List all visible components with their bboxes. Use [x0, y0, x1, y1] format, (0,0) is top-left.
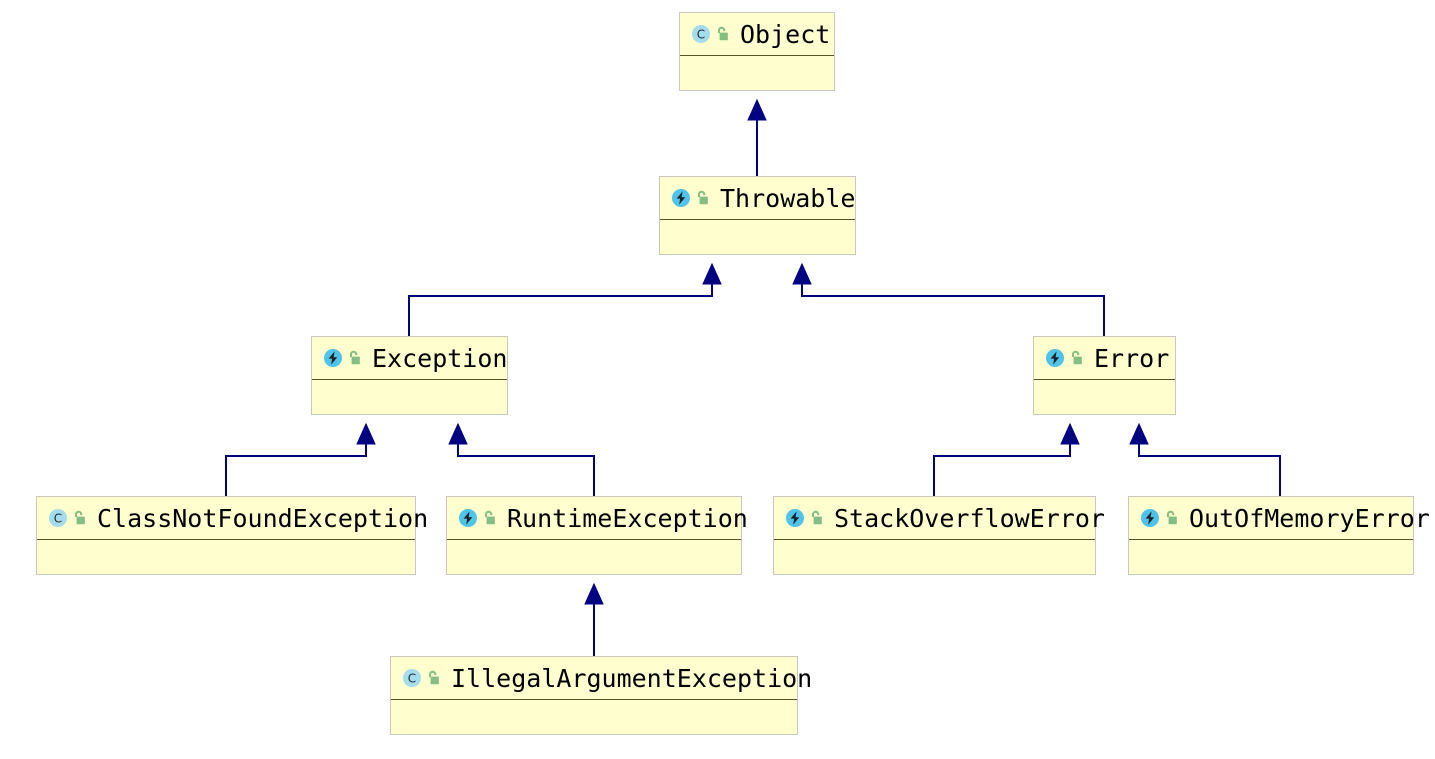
- uml-class-name: RuntimeException: [507, 503, 748, 533]
- uml-class-exception[interactable]: Exception: [311, 336, 508, 415]
- uml-class-throwable[interactable]: Throwable: [659, 176, 856, 255]
- uml-class-members: [660, 220, 855, 255]
- uml-class-object[interactable]: C Object: [679, 12, 835, 91]
- uml-class-members: [447, 540, 741, 575]
- abstract-lightning-icon: [1141, 509, 1159, 527]
- uml-class-header: StackOverflowError: [774, 497, 1105, 540]
- open-padlock-icon: [1167, 510, 1177, 525]
- uml-class-header: Error: [1034, 337, 1175, 380]
- uml-class-name: IllegalArgumentException: [451, 663, 813, 693]
- abstract-lightning-icon: [324, 349, 342, 367]
- uml-class-header: C IllegalArgumentException: [391, 657, 812, 700]
- open-padlock-icon: [485, 510, 495, 525]
- uml-class-header: Throwable: [660, 177, 855, 220]
- uml-class-stackoverflowerror[interactable]: StackOverflowError: [773, 496, 1105, 575]
- edge-error-extends-throwable: [792, 262, 1105, 336]
- uml-class-runtimeexception[interactable]: RuntimeException: [446, 496, 748, 575]
- edge-runtimeexception-extends-exception: [448, 422, 595, 496]
- uml-class-members: [680, 56, 834, 91]
- uml-class-name: Object: [740, 19, 831, 49]
- svg-text:C: C: [697, 28, 705, 42]
- uml-class-header: C Object: [680, 13, 834, 56]
- uml-class-members: [312, 380, 507, 415]
- svg-text:C: C: [54, 512, 62, 526]
- uml-class-header: OutOfMemoryError: [1129, 497, 1430, 540]
- svg-text:C: C: [408, 672, 416, 686]
- open-padlock-icon: [1072, 350, 1082, 365]
- uml-class-header: RuntimeException: [447, 497, 748, 540]
- edge-outofmemoryerror-extends-error: [1129, 422, 1281, 496]
- edge-stackoverflowerror-extends-error: [933, 422, 1080, 496]
- class-circle-c-icon: C: [49, 509, 67, 527]
- abstract-lightning-icon: [672, 189, 690, 207]
- open-padlock-icon: [350, 350, 360, 365]
- uml-class-members: [1129, 540, 1413, 575]
- uml-class-name: StackOverflowError: [834, 503, 1105, 533]
- abstract-lightning-icon: [459, 509, 477, 527]
- open-padlock-icon: [698, 190, 708, 205]
- class-circle-c-icon: C: [403, 669, 421, 687]
- uml-class-members: [774, 540, 1095, 575]
- open-padlock-icon: [429, 670, 439, 685]
- uml-class-header: Exception: [312, 337, 507, 380]
- uml-class-name: Error: [1094, 343, 1170, 373]
- uml-class-illegalargumentexception[interactable]: C IllegalArgumentException: [390, 656, 812, 735]
- class-circle-c-icon: C: [692, 25, 710, 43]
- uml-class-classnotfoundexception[interactable]: C ClassNotFoundException: [36, 496, 428, 575]
- uml-class-error[interactable]: Error: [1033, 336, 1176, 415]
- open-padlock-icon: [75, 510, 85, 525]
- uml-class-members: [37, 540, 415, 575]
- open-padlock-icon: [718, 26, 728, 41]
- uml-class-name: ClassNotFoundException: [97, 503, 429, 533]
- edge-exception-extends-throwable: [408, 262, 722, 336]
- edge-illegalargumentexception-extends-runtimeexception: [584, 582, 604, 656]
- edge-throwable-extends-object: [747, 98, 767, 176]
- open-padlock-icon: [812, 510, 822, 525]
- abstract-lightning-icon: [1046, 349, 1064, 367]
- uml-class-header: C ClassNotFoundException: [37, 497, 428, 540]
- uml-class-outofmemoryerror[interactable]: OutOfMemoryError: [1128, 496, 1430, 575]
- edge-classnotfoundexception-extends-exception: [225, 422, 376, 496]
- uml-class-members: [1034, 380, 1175, 415]
- uml-class-name: Throwable: [720, 183, 856, 213]
- uml-class-members: [391, 700, 797, 735]
- abstract-lightning-icon: [786, 509, 804, 527]
- uml-class-name: Exception: [372, 343, 508, 373]
- uml-class-name: OutOfMemoryError: [1189, 503, 1430, 533]
